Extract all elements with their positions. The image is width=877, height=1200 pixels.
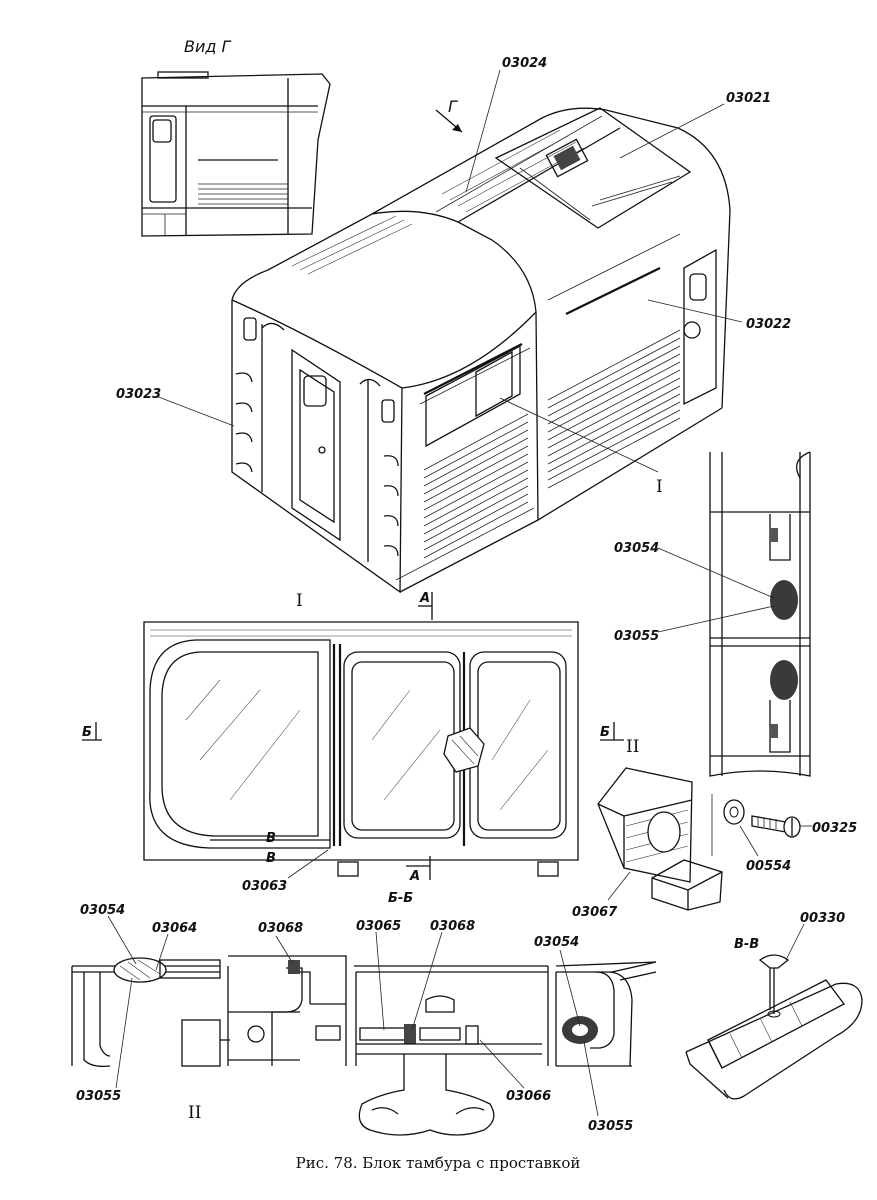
label-03063: 03063 (242, 879, 287, 894)
view-title: Вид Г (184, 37, 232, 56)
label-03054-bl: 03054 (80, 903, 125, 918)
leaders-bottom (107, 915, 599, 1117)
label-03064: 03064 (152, 921, 197, 936)
b-mark-right: Б (600, 725, 610, 740)
a-mark-top: А (419, 591, 430, 606)
detail-2-assembly: II (597, 737, 812, 911)
section-vv-drawing: В-В (685, 923, 863, 1100)
v-mark-1: В (266, 831, 276, 846)
vestibule-body (231, 107, 731, 594)
detail-1-window: I А (82, 591, 624, 884)
label-03024: 03024 (502, 56, 547, 71)
vertical-section (709, 451, 811, 777)
view-g-drawing: Вид Г (141, 37, 331, 237)
label-03067: 03067 (572, 905, 618, 920)
section-bb-title: Б-Б (388, 891, 413, 906)
label-03054-bm: 03054 (534, 935, 579, 950)
detail-mark-2: II (626, 737, 639, 757)
direction-arrow: Г (435, 97, 463, 133)
detail-1-title: I (296, 591, 303, 611)
b-mark-left: Б (82, 725, 92, 740)
detail-mark-1: I (656, 477, 663, 497)
label-03022: 03022 (746, 317, 791, 332)
label-03055-bm: 03055 (588, 1119, 633, 1134)
label-03054-right: 03054 (614, 541, 659, 556)
label-03068-b: 03068 (430, 919, 475, 934)
leaders-vertical (657, 547, 775, 633)
section-vv-title: В-В (734, 937, 759, 952)
label-03068-a: 03068 (258, 921, 303, 936)
label-03021: 03021 (726, 91, 771, 106)
label-00554: 00554 (746, 859, 791, 874)
label-00330: 00330 (800, 911, 845, 926)
label-03066: 03066 (506, 1089, 551, 1104)
label-03055-bl: 03055 (76, 1089, 121, 1104)
figure-caption: Рис. 78. Блок тамбура с проставкой (296, 1154, 581, 1172)
leaders-top (155, 69, 743, 473)
label-03055-right: 03055 (614, 629, 659, 644)
label-00325: 00325 (812, 821, 857, 836)
direction-mark: Г (448, 97, 458, 116)
label-03023: 03023 (116, 387, 161, 402)
section-bb-drawing (71, 955, 657, 1136)
label-03065: 03065 (356, 919, 401, 934)
v-mark-2: В (266, 851, 276, 866)
detail-mark-2-bottom: II (188, 1103, 201, 1123)
a-mark-bottom: А (409, 869, 420, 884)
